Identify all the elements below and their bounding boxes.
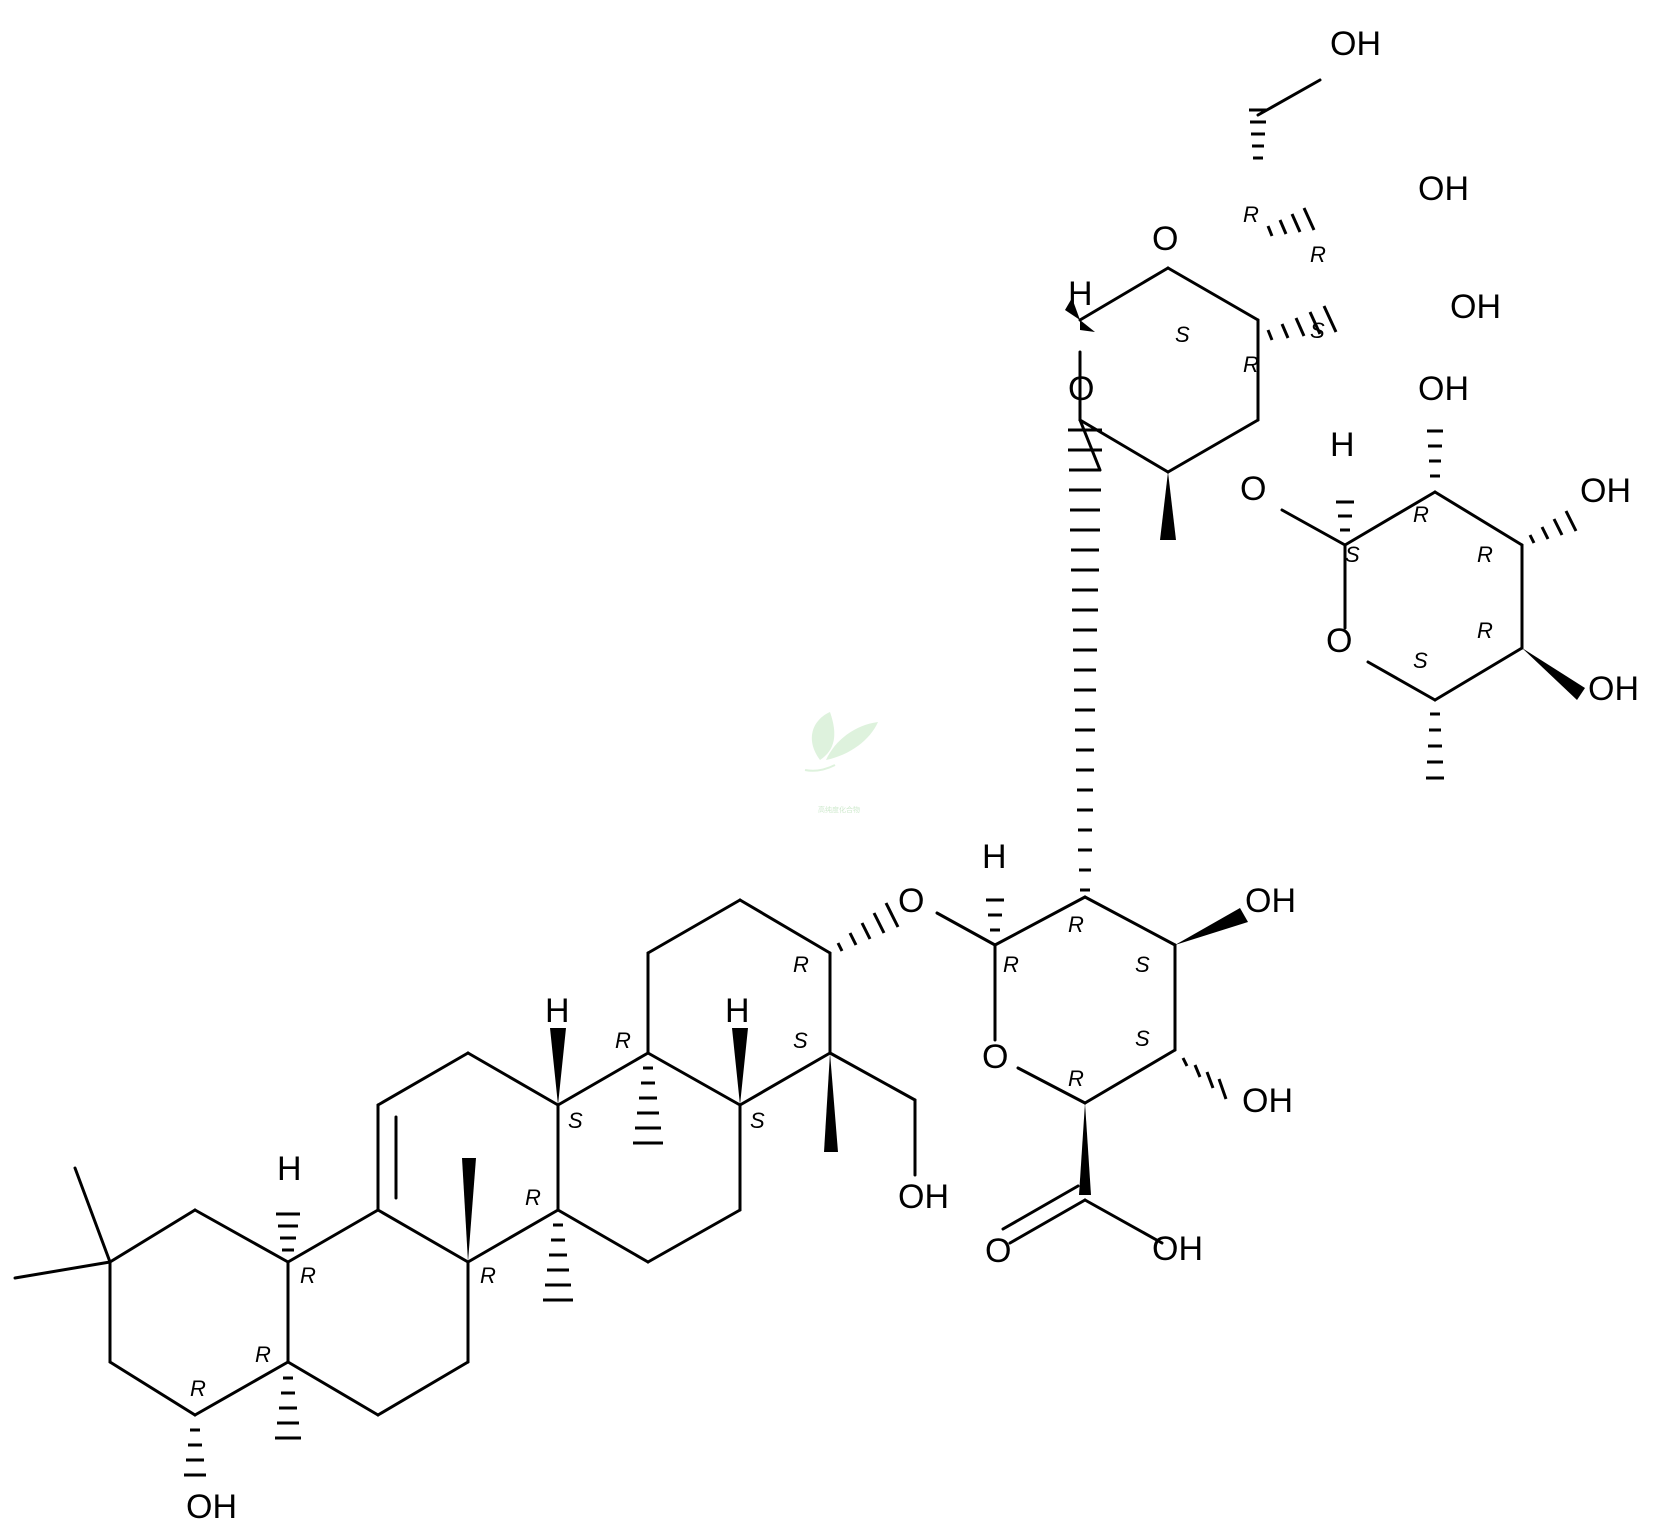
atom-oh-rha-4: OH	[1588, 670, 1639, 708]
atom-h-rha-anomeric: H	[1330, 426, 1355, 464]
hash-layer	[184, 108, 1578, 1477]
atom-h-c5: H	[277, 1150, 302, 1188]
stereo-label: R	[480, 1263, 496, 1288]
stereo-label: R	[1243, 202, 1259, 227]
stereo-label: R	[300, 1263, 316, 1288]
stereo-label: S	[1413, 648, 1428, 673]
stereo-label: S	[1310, 318, 1325, 343]
watermark-text: 高纯度化合物	[818, 805, 860, 814]
stereo-label: R	[255, 1342, 271, 1367]
stereo-label: R	[1310, 242, 1326, 267]
atom-o-ring-gula: O	[982, 1038, 1008, 1076]
stereo-label: R	[1477, 542, 1493, 567]
atom-h-glc-anomeric: H	[1068, 275, 1093, 313]
watermark-logo: 高纯度化合物	[804, 712, 878, 814]
atom-oh-c22: OH	[186, 1488, 237, 1526]
atom-o-ring-rha: O	[1326, 622, 1352, 660]
atom-oh-hydroxymethyl: OH	[898, 1178, 949, 1216]
atom-o-ring-glc: O	[1152, 220, 1178, 258]
atom-o-link-aglycone: O	[898, 882, 924, 920]
stereo-labels: R R S S R S R R R S R R S S R R S S R S …	[190, 202, 1493, 1401]
atom-oh-gula-3: OH	[1245, 882, 1296, 920]
stereo-label: R	[793, 952, 809, 977]
stereo-label: R	[1477, 618, 1493, 643]
atom-o-link-rha: O	[1240, 470, 1266, 508]
atom-oh-gula-4: OH	[1242, 1082, 1293, 1120]
stereo-label: S	[793, 1028, 808, 1053]
atom-oh-rha-2: OH	[1418, 370, 1469, 408]
atom-labels: OH OH OH O H O O H OH OH O OH H O OH O O…	[186, 25, 1639, 1526]
stereo-label: R	[525, 1185, 541, 1210]
stereo-label: R	[1003, 952, 1019, 977]
stereo-label: S	[750, 1108, 765, 1133]
atom-oh-glc-4: OH	[1418, 170, 1469, 208]
atom-oh-glc-3: OH	[1450, 288, 1501, 326]
bond-layer	[13, 78, 1524, 1417]
atom-o-carbonyl: O	[985, 1232, 1011, 1270]
atom-oh-primary-top: OH	[1330, 25, 1381, 63]
atom-oh-carboxyl: OH	[1152, 1230, 1203, 1268]
atom-h-c18: H	[725, 992, 750, 1030]
stereo-label: R	[615, 1028, 631, 1053]
stereo-label: S	[1175, 322, 1190, 347]
stereo-label: S	[1135, 952, 1150, 977]
stereo-label: R	[1068, 912, 1084, 937]
atom-h-gula-anomeric: H	[982, 838, 1007, 876]
atom-h-c9: H	[545, 992, 570, 1030]
wedge-layer	[462, 298, 1585, 1262]
stereo-label: S	[1135, 1026, 1150, 1051]
stereo-label: R	[1068, 1066, 1084, 1091]
atom-o-link-glc-gula: O	[1068, 370, 1094, 408]
stereo-label: R	[1243, 352, 1259, 377]
atom-oh-rha-3: OH	[1580, 472, 1631, 510]
stereo-label: S	[1345, 542, 1360, 567]
stereo-label: R	[1413, 502, 1429, 527]
stereo-label: S	[568, 1108, 583, 1133]
stereo-label: R	[190, 1376, 206, 1401]
